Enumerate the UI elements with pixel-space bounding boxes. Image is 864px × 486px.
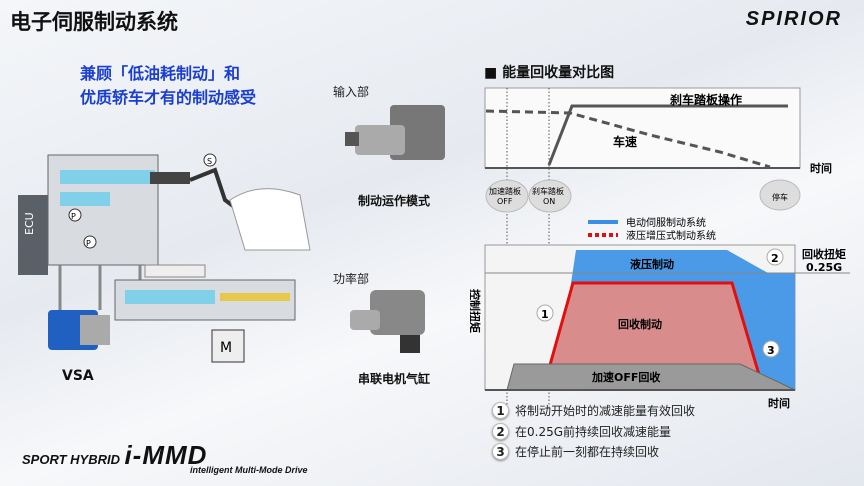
bottom-time-label: 时间 (768, 396, 790, 410)
subtitle-line-1: 兼顾「低油耗制动」和 (80, 64, 241, 83)
power-unit-image (350, 290, 425, 353)
accel-off-label: 加速OFF回收 (591, 370, 660, 384)
callout-2: 2 (771, 252, 779, 265)
imd-logo: SPORT HYBRID i-MMD intelligent Multi-Mod… (22, 440, 308, 475)
switch-label: S (207, 157, 212, 166)
note-text: 在0.25G前持续回收减速能量 (515, 425, 672, 439)
power-caption: 串联电机气缸 (358, 372, 431, 386)
regen-area (550, 283, 762, 390)
legend-servo: 电动伺服制动系统 (626, 216, 706, 229)
power-label: 功率部 (333, 272, 370, 286)
hydraulic-label: 液压制动 (630, 257, 674, 271)
marker-stop: 停车 (772, 192, 788, 202)
torque-label: 回收扭矩 (802, 247, 846, 261)
regen-label: 回收制动 (618, 317, 662, 331)
torque-value: 0.25G (806, 261, 842, 274)
speed-line (485, 109, 771, 169)
input-unit-image (345, 105, 445, 160)
legend-hydraulic: 液压增压式制动系统 (626, 229, 716, 242)
hydraulic-line (548, 281, 762, 379)
y-axis-label: 控制扭矩 (470, 289, 482, 333)
input-caption: 制动运作模式 (358, 194, 431, 208)
marker-brake-on-2: ON (543, 197, 555, 206)
pressure-sensor-label: P (71, 212, 76, 221)
note-2: 2 在0.25G前持续回收减速能量 (492, 423, 671, 440)
page-title: 电子伺服制动系统 (10, 10, 178, 34)
brand-line-3: intelligent Multi-Mode Drive (190, 465, 308, 475)
spirior-logo: SPIRIOR (745, 8, 842, 30)
brand-line-2: i-MMD (124, 440, 208, 470)
motor-label: M (220, 340, 232, 356)
note-3: 3 在停止前一刻都在持续回收 (492, 443, 659, 460)
pressure-sensor-label-2: P (86, 239, 91, 248)
vsa-label: VSA (62, 368, 94, 384)
callout-1: 1 (541, 308, 549, 321)
pedal-line (547, 104, 788, 166)
note-text: 在停止前一刻都在持续回收 (515, 445, 660, 459)
marker-brake-on: 刹车踏板 (532, 186, 564, 196)
chart-title: ■ 能量回收量对比图 (484, 65, 615, 81)
input-label: 输入部 (333, 85, 370, 99)
speed-label: 车速 (613, 134, 637, 149)
brake-schematic: ECU P P S M (18, 153, 311, 363)
note-number: 2 (492, 423, 509, 440)
energy-chart: 刹车踏板操作 车速 时间 加速踏板 OFF 刹车踏板 ON 停车 电动伺服制动系… (470, 87, 850, 410)
note-1: 1 将制动开始时的减速能量有效回收 (492, 402, 695, 419)
top-chart-frame (484, 87, 801, 169)
top-time-label: 时间 (810, 161, 832, 175)
ecu-label: ECU (23, 212, 36, 235)
brand-line-1: SPORT HYBRID (22, 452, 120, 467)
pedal-label: 刹车踏板操作 (670, 92, 742, 107)
ecu-box (18, 195, 48, 275)
note-number: 1 (492, 402, 509, 419)
subtitle-line-2: 优质轿车才有的制动感受 (80, 88, 257, 107)
note-number: 3 (492, 443, 509, 460)
marker-accel-off-2: OFF (497, 197, 513, 206)
note-text: 将制动开始时的减速能量有效回收 (515, 404, 696, 418)
callout-3: 3 (767, 344, 775, 357)
marker-accel-off: 加速踏板 (489, 186, 521, 196)
chart-title-text: 能量回收量对比图 (502, 65, 615, 81)
